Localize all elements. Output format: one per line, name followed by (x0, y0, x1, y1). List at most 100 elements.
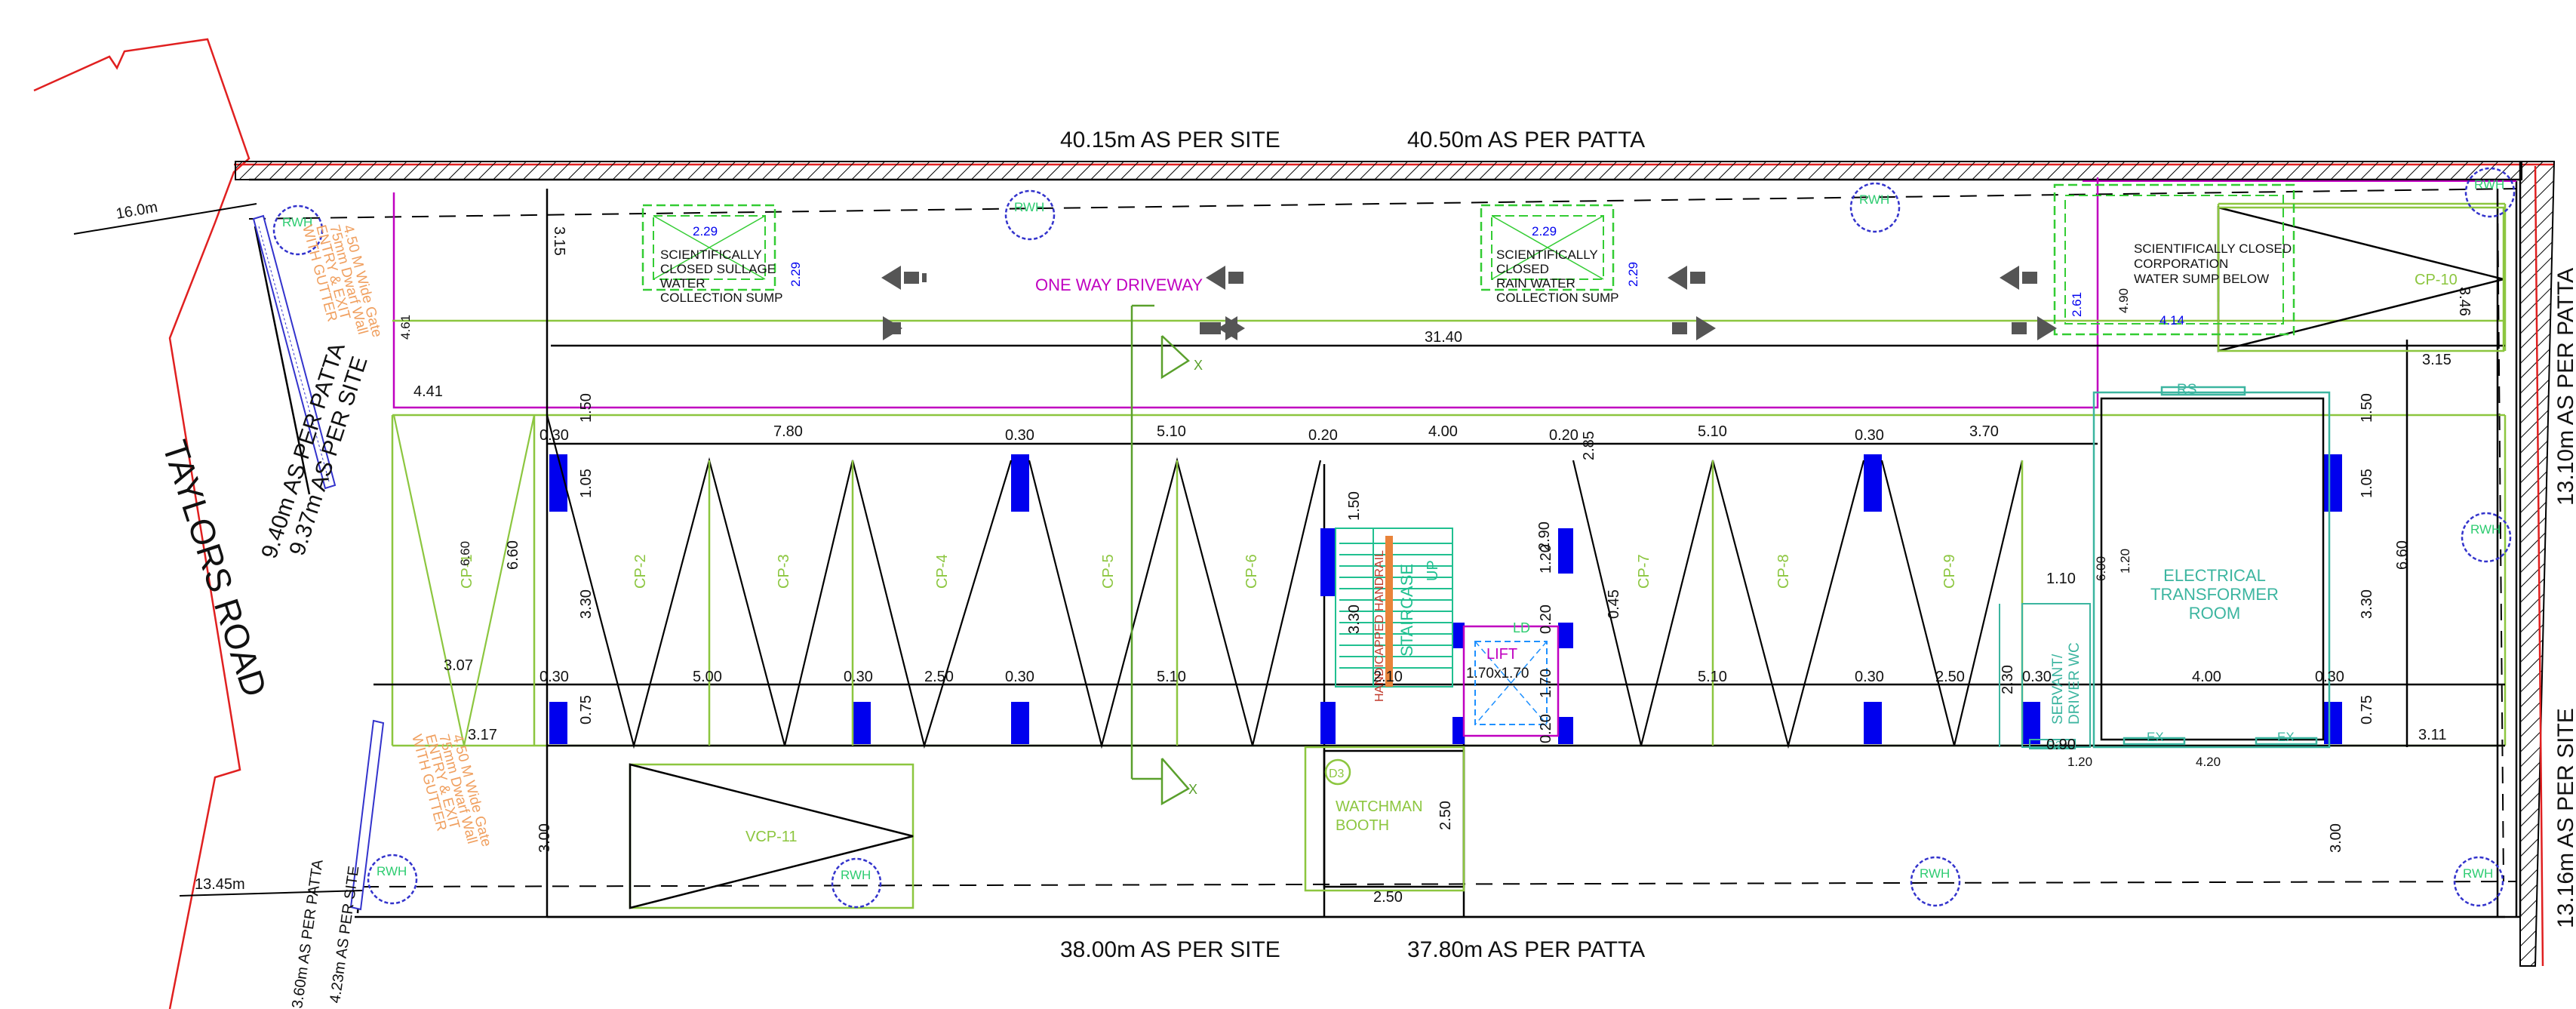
svg-text:WATER: WATER (660, 276, 705, 291)
svg-text:6.60: 6.60 (458, 541, 472, 566)
one-way-driveway-label: ONE WAY DRIVEWAY (1035, 275, 1203, 294)
right-patta-length: 13.10m AS PER PATTA (2553, 268, 2576, 506)
cp-7-label: CP-7 (1636, 554, 1652, 589)
svg-text:1.50: 1.50 (578, 393, 595, 423)
lift-shaft (1462, 625, 1560, 737)
cp-5-label: CP-5 (1100, 554, 1117, 589)
gate-top-text: 4.50 M Wide Gate 75mm Dwarf Wall ENTRY &… (299, 223, 385, 339)
left-bottom-site-length: 4.23m AS PER SITE (327, 865, 362, 1004)
d2-label: D2 (2047, 739, 2061, 752)
transformer-label-2: TRANSFORMER (2150, 585, 2279, 604)
svg-text:0.30: 0.30 (539, 669, 569, 685)
svg-text:3.07: 3.07 (444, 657, 473, 674)
right-site-length: 13.16m AS PER SITE (2553, 708, 2576, 928)
svg-text:2.29: 2.29 (693, 224, 718, 238)
svg-text:0.30: 0.30 (539, 427, 569, 444)
road-width-top: 16.0m (115, 199, 159, 223)
cp-4-label: CP-4 (934, 554, 951, 589)
svg-text:3.30: 3.30 (578, 589, 595, 619)
svg-text:0.30: 0.30 (2315, 669, 2344, 685)
servant-wc-label-1: SERVANT/ (2050, 654, 2066, 724)
svg-text:7.80: 7.80 (773, 423, 803, 440)
svg-text:0.20: 0.20 (1308, 427, 1338, 444)
transformer-label-3: ROOM (2189, 604, 2240, 623)
svg-text:COLLECTION SUMP: COLLECTION SUMP (1496, 291, 1618, 305)
svg-text:RWH: RWH (282, 215, 312, 229)
svg-text:4.61: 4.61 (398, 315, 413, 340)
svg-text:WATER SUMP BELOW: WATER SUMP BELOW (2134, 272, 2269, 286)
svg-text:2.50: 2.50 (1373, 889, 1403, 906)
svg-text:0.30: 0.30 (1855, 669, 1884, 685)
servant-wc-label-2: DRIVER WC (2067, 642, 2083, 724)
cp-10-label: CP-10 (2415, 272, 2458, 288)
svg-text:0.30: 0.30 (2022, 669, 2052, 685)
svg-text:0.30: 0.30 (1855, 427, 1884, 444)
driveway-arrows (881, 266, 2057, 340)
svg-text:COLLECTION SUMP: COLLECTION SUMP (660, 291, 782, 305)
top-patta-length: 40.50m AS PER PATTA (1407, 128, 1645, 152)
bottom-site-length: 38.00m AS PER SITE (1060, 937, 1280, 962)
cp-2-label: CP-2 (632, 554, 649, 589)
svg-text:5.00: 5.00 (693, 669, 722, 685)
svg-text:2.90: 2.90 (1536, 521, 1553, 551)
svg-text:1.70: 1.70 (1538, 669, 1554, 698)
svg-text:2.29: 2.29 (788, 262, 803, 287)
svg-text:3.46: 3.46 (2456, 287, 2473, 316)
svg-text:3.30: 3.30 (2359, 589, 2375, 619)
transformer-label-1: ELECTRICAL (2163, 566, 2266, 585)
compound-wall-top (235, 161, 2522, 180)
svg-text:2.10: 2.10 (1373, 669, 1403, 685)
road-width-lines (73, 203, 363, 897)
svg-text:3.30: 3.30 (1346, 604, 1363, 634)
servant-wc (1999, 603, 2091, 749)
svg-text:4.00: 4.00 (1428, 423, 1458, 440)
up-label: UP (1425, 560, 1441, 581)
svg-text:0.90: 0.90 (2046, 737, 2076, 753)
svg-text:0.30: 0.30 (844, 669, 873, 685)
vcp-11-label: VCP-11 (745, 829, 798, 845)
cp-8-label: CP-8 (1775, 554, 1792, 589)
svg-text:RWH: RWH (1014, 200, 1044, 214)
lift-label: LIFT (1486, 646, 1517, 663)
svg-text:2.85: 2.85 (1581, 431, 1597, 460)
cp-1-label: CP-1 (459, 554, 475, 589)
svg-text:CLOSED SULLAGE: CLOSED SULLAGE (660, 262, 776, 276)
svg-text:CLOSED: CLOSED (1496, 262, 1549, 276)
watchman-booth (1304, 746, 1465, 892)
svg-text:RWH: RWH (1859, 192, 1889, 207)
svg-text:0.75: 0.75 (578, 695, 595, 724)
dimension-labels: 31.40 3.15 3.15 4.61 4.41 0.30 7.80 0.30… (398, 226, 2473, 906)
marker-x-top: X (1194, 358, 1203, 373)
handrail-label: HANDICAPPED HANDRAIL (1373, 550, 1386, 702)
svg-text:1.50: 1.50 (1346, 491, 1363, 521)
svg-text:RWH: RWH (2463, 866, 2493, 881)
svg-text:RWH: RWH (2474, 177, 2504, 192)
marker-x-bottom: X (1188, 782, 1197, 797)
gate-bottom (349, 719, 385, 911)
gate-top (252, 214, 337, 490)
ex-label-1: EX (2147, 730, 2164, 744)
svg-text:RWH: RWH (377, 864, 407, 878)
svg-text:SCIENTIFICALLY: SCIENTIFICALLY (660, 248, 762, 262)
corporation-water-sump: SCIENTIFICALLY CLOSED CORPORATION WATER … (2053, 183, 2295, 336)
svg-text:3.15: 3.15 (551, 226, 567, 256)
svg-text:3.15: 3.15 (2422, 352, 2452, 368)
svg-text:SCIENTIFICALLY CLOSED: SCIENTIFICALLY CLOSED (2134, 241, 2292, 256)
car-park-dividers (533, 415, 2024, 746)
svg-text:4.41: 4.41 (413, 383, 443, 400)
svg-text:6.00: 6.00 (2094, 556, 2108, 581)
svg-text:1.20: 1.20 (1538, 544, 1554, 574)
cp-3-label: CP-3 (776, 554, 792, 589)
ld-label: LD (1513, 620, 1530, 635)
svg-text:1.05: 1.05 (2359, 469, 2375, 498)
cp-6-label: CP-6 (1243, 554, 1260, 589)
sullage-sump: SCIENTIFICALLY CLOSED SULLAGE WATER COLL… (641, 204, 803, 305)
svg-text:0.75: 0.75 (2359, 695, 2375, 724)
svg-text:6.60: 6.60 (505, 540, 521, 570)
svg-text:2.61: 2.61 (2070, 292, 2084, 317)
svg-text:5.10: 5.10 (1698, 669, 1727, 685)
svg-text:4.14: 4.14 (2159, 313, 2184, 328)
svg-text:1.50: 1.50 (2359, 393, 2375, 423)
